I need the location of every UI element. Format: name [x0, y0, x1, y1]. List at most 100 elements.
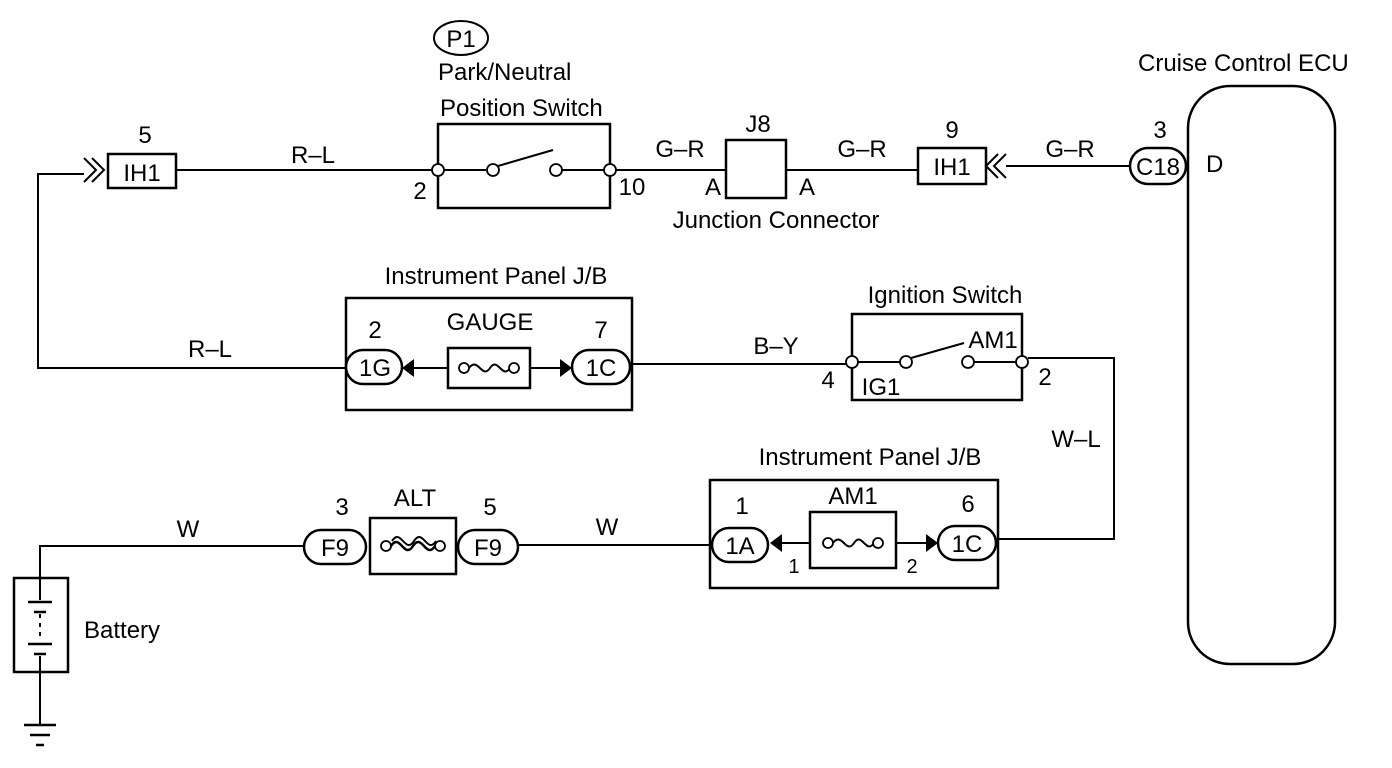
am1-fuse-pin-l [822, 537, 834, 549]
ipjb-am1-right-conn-label: 1C [952, 531, 983, 558]
gauge-fuse-label: GAUGE [447, 309, 534, 336]
ipjb-am1-box [708, 478, 1000, 590]
alt-fuse-box [368, 516, 458, 576]
ipjb-am1-left-pin: 1 [735, 493, 748, 520]
ign-terminal-left [845, 355, 859, 369]
wire-label-top-mid: G–R [655, 136, 704, 163]
ipjb-gauge-right-pin: 7 [594, 317, 607, 344]
j8-box [724, 138, 788, 200]
wire-label-right-vert: W–L [1051, 426, 1100, 453]
ign-contact-left [899, 355, 913, 369]
wire-label-mid-center: B–Y [753, 333, 798, 360]
ipjb-gauge-right-conn [570, 348, 632, 386]
top-wiring [37, 165, 1130, 369]
ipjb-am1-left-arrow [770, 534, 782, 552]
alt-left-pin: 3 [335, 494, 348, 521]
wire-label-bot-left: W [177, 516, 200, 543]
ipjb-gauge: 1G 2 GAUGE 1C 7 [344, 296, 634, 412]
alt-right-conn-label: F9 [474, 535, 502, 562]
battery-label: Battery [84, 617, 160, 644]
ipjb-am1: 1A 1 1 AM1 2 1C 6 [708, 478, 1000, 590]
j8-pin-right: A [799, 174, 815, 201]
j8-pin-left: A [705, 174, 721, 201]
ih1-right-arrow [984, 153, 1007, 179]
wire-label-bot-mid: W [596, 514, 619, 541]
ipjb-gauge-title: Instrument Panel J/B [385, 263, 608, 290]
pn-switch-blade [497, 149, 554, 167]
alt-fuse-icon [389, 540, 437, 552]
alt-fuse-pin-l [380, 540, 392, 552]
ecu-pin-number: 3 [1153, 117, 1166, 144]
pn-terminal-right [603, 163, 617, 177]
ipjb-am1-right-pin: 6 [961, 491, 974, 518]
ih1-left-connector: IH1 5 [83, 122, 178, 190]
ih1-left-box [106, 152, 178, 190]
pn-contact-left [486, 163, 500, 177]
am1-fuse-box [808, 510, 898, 570]
alt-fusible-link: F9 3 ALT F9 5 [302, 485, 520, 576]
pn-contact-right [549, 163, 563, 177]
ipjb-gauge-left-pin: 2 [368, 317, 381, 344]
j8-title: Junction Connector [673, 207, 880, 234]
ign-switch-blade [910, 342, 965, 359]
p1-badge: P1 [446, 26, 475, 53]
ign-contact-am1: AM1 [968, 327, 1017, 354]
ecu-connector-label: C18 [1136, 154, 1180, 181]
gauge-fuse-pin-l [458, 362, 470, 374]
ipjb-gauge-right-conn-label: 1C [586, 355, 617, 382]
alt-right-conn [456, 528, 520, 566]
ipjb-gauge-left-conn-label: 1G [359, 355, 391, 382]
am1-fuse-icon [832, 538, 875, 548]
ih1-right-connector: IH1 9 [916, 117, 1007, 186]
am1-fuse-pin-r [872, 537, 884, 549]
junction-connector-j8: J8 A A Junction Connector [673, 111, 880, 234]
ign-pin-left: 4 [821, 367, 834, 394]
ipjb-gauge-box [344, 296, 634, 412]
alt-fuse-label: ALT [394, 485, 437, 512]
ign-contact-right [961, 355, 975, 369]
ipjb-am1-title: Instrument Panel J/B [759, 444, 982, 471]
alt-fuse-pin-r [434, 540, 446, 552]
pn-switch-title-2: Position Switch [440, 95, 603, 122]
ecu-pin-label: D [1206, 151, 1223, 178]
ipjb-am1-inner-right: 2 [906, 556, 917, 578]
j8-label: J8 [745, 111, 770, 138]
ih1-left-pin: 5 [138, 122, 151, 149]
wire-label-top-right1: G–R [837, 136, 886, 163]
pn-pin-left: 2 [413, 178, 426, 205]
wire-w-left [39, 545, 304, 578]
ignition-switch: AM1 IG1 4 2 [821, 312, 1052, 402]
ih1-left-label: IH1 [123, 160, 160, 187]
ipjb-gauge-left-arrow [402, 359, 414, 377]
cruise-control-ecu: Cruise Control ECU D C18 3 [1128, 50, 1349, 666]
alt-right-pin: 5 [483, 494, 496, 521]
park-neutral-switch: P1 Park/Neutral Position Switch 2 10 [413, 20, 646, 210]
am1-fuse-label: AM1 [828, 483, 877, 510]
wire-wl [998, 357, 1115, 540]
wire-label-top-right2: G–R [1045, 136, 1094, 163]
ipjb-am1-inner-left: 1 [788, 556, 799, 578]
ipjb-am1-right-arrow [926, 534, 938, 552]
ign-switch-title: Ignition Switch [868, 282, 1023, 309]
wire-label-top-left: R–L [291, 142, 335, 169]
ipjb-am1-left-conn-label: 1A [725, 533, 754, 560]
alt-fuse-icon-2 [391, 536, 437, 546]
p1-badge-outline [433, 20, 489, 56]
pn-switch-box [436, 122, 612, 210]
ih1-right-box [916, 146, 988, 186]
ign-pin-right: 2 [1038, 364, 1051, 391]
gauge-fuse-icon [468, 363, 511, 373]
ecu-body [1186, 84, 1337, 666]
pn-switch-title-1: Park/Neutral [438, 59, 571, 86]
ih1-left-arrow [83, 157, 106, 183]
pn-pin-right: 10 [619, 174, 646, 201]
pn-terminal-left [431, 163, 445, 177]
ign-contact-ig1: IG1 [862, 374, 901, 401]
ecu-title: Cruise Control ECU [1138, 50, 1349, 77]
gauge-fuse-pin-r [508, 362, 520, 374]
alt-left-conn-label: F9 [321, 535, 349, 562]
battery: Battery [12, 576, 160, 747]
ipjb-gauge-right-arrow [560, 359, 572, 377]
